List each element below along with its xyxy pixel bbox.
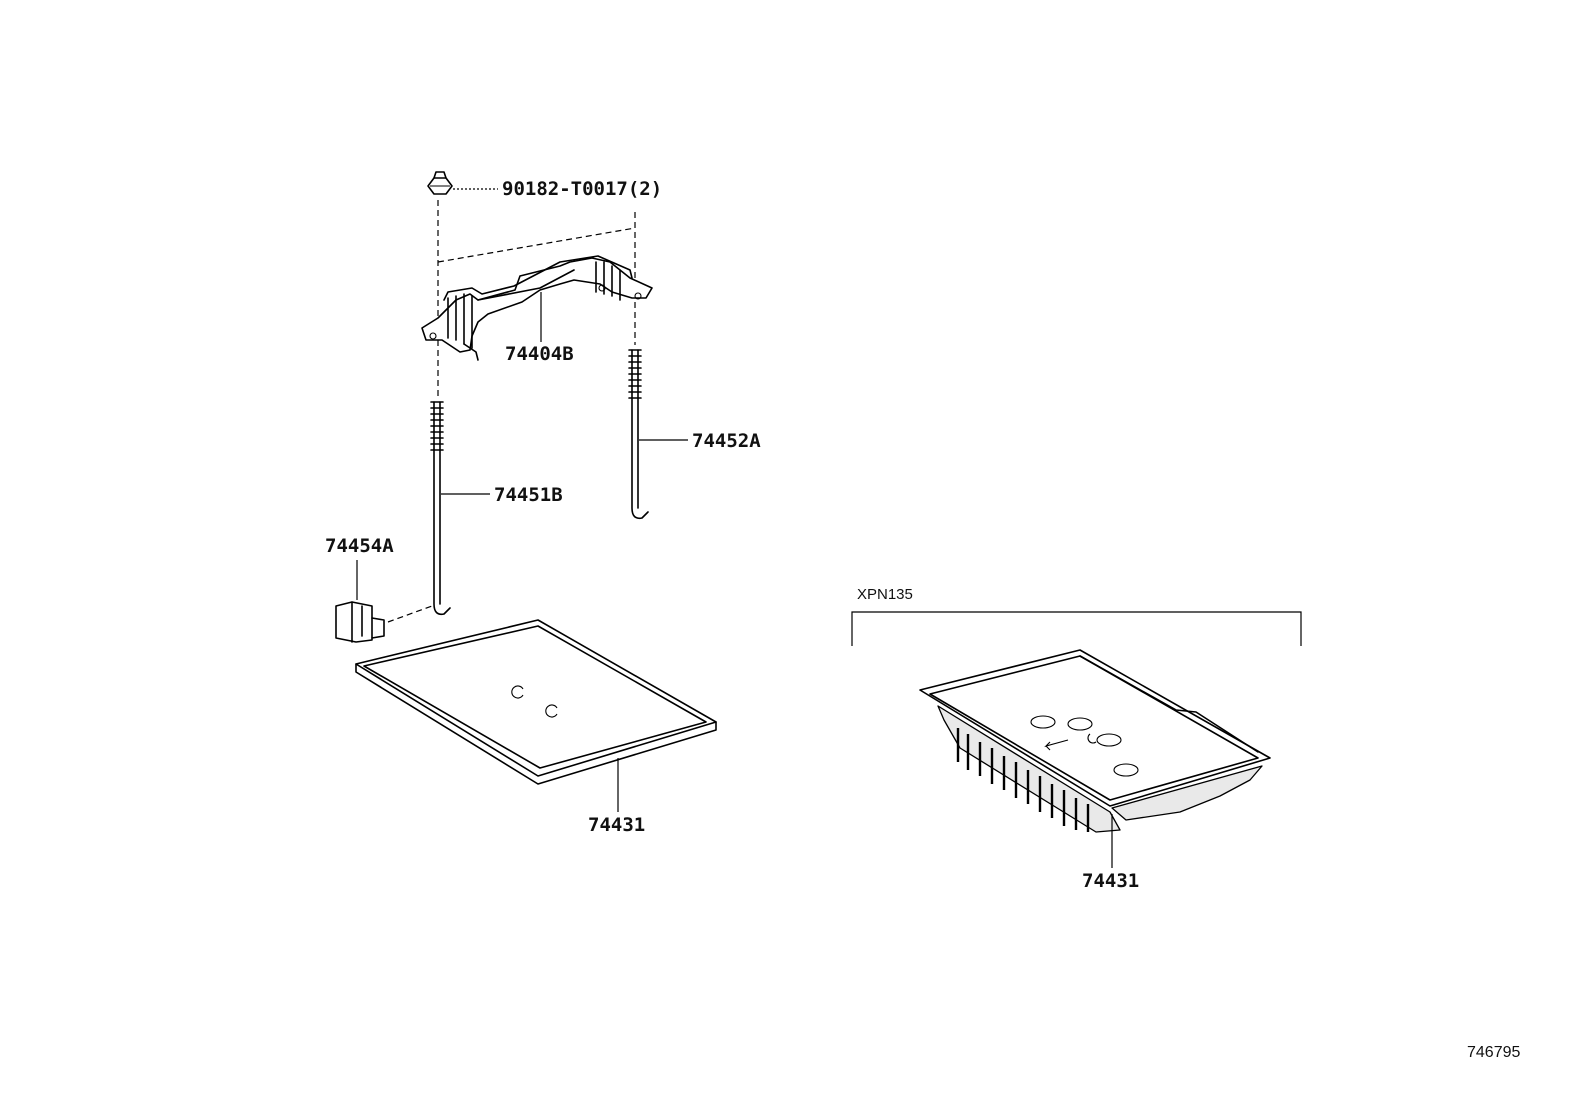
label-rod-left: 74451B (494, 484, 563, 506)
label-clamp: 74404B (505, 343, 574, 365)
rod-left-part (430, 401, 451, 616)
diagram-id: 746795 (1467, 1044, 1520, 1061)
clip-part (335, 601, 385, 643)
label-nut: 90182-T0017(2) (502, 178, 662, 200)
tray-right-fins (956, 728, 1090, 832)
label-tray-left: 74431 (588, 814, 645, 836)
variant-bracket (851, 611, 1302, 646)
rod-right-part (628, 349, 649, 520)
label-clip: 74454A (325, 535, 394, 557)
label-rod-right: 74452A (692, 430, 761, 452)
assembly-lines (387, 200, 636, 623)
clamp-part (421, 255, 653, 361)
tray-right-part (919, 649, 1271, 833)
nut-part (427, 171, 453, 195)
label-tray-right: 74431 (1082, 870, 1139, 892)
tray-left-part (355, 619, 717, 785)
variant-label: XPN135 (857, 586, 913, 603)
